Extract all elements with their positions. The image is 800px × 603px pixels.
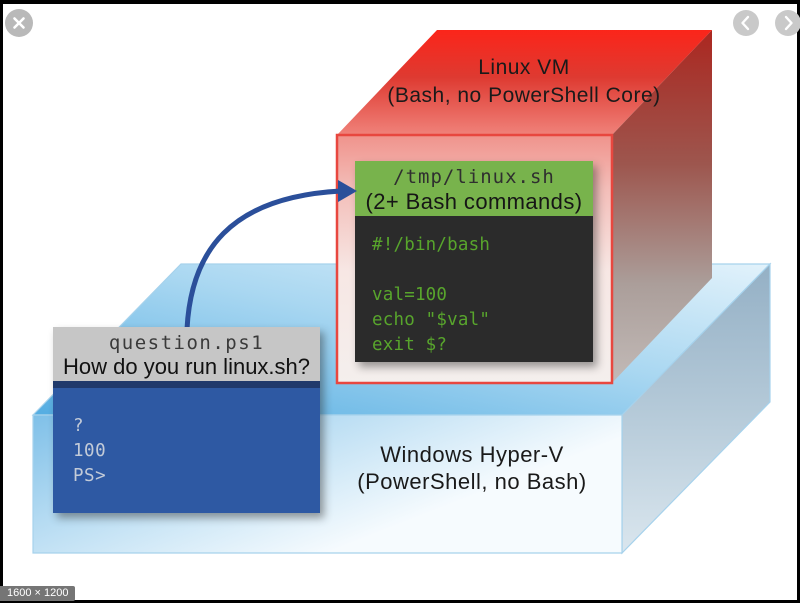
arrowhead-icon (338, 180, 357, 202)
host-title: Windows Hyper-V (380, 442, 564, 467)
script-filename: /tmp/linux.sh (393, 166, 555, 188)
viewer-frame-right (797, 0, 800, 603)
close-icon (13, 17, 25, 29)
vm-cube-right-face (612, 30, 712, 383)
powershell-terminal: ? 100 PS> (53, 388, 320, 513)
chevron-right-icon (784, 15, 793, 31)
powershell-line: ? (73, 416, 85, 436)
viewer-frame-top (0, 0, 800, 4)
question-card-header: question.ps1 How do you run linux.sh? (53, 327, 320, 381)
vm-cube-top-face (337, 30, 712, 135)
close-button[interactable] (5, 9, 33, 37)
bash-code-line: exit $? (372, 335, 448, 355)
powershell-line: PS> (73, 466, 107, 486)
powershell-terminal-titlebar (53, 381, 320, 388)
bash-code-line: echo "$val" (372, 310, 491, 330)
question-card: question.ps1 How do you run linux.sh? ? … (53, 327, 320, 513)
bash-code-line: val=100 (372, 285, 448, 305)
vm-label: Linux VM (Bash, no PowerShell Core) (374, 54, 674, 110)
host-label: Windows Hyper-V (PowerShell, no Bash) (337, 441, 607, 495)
prev-image-button[interactable] (733, 10, 759, 36)
image-size-badge: 1600 × 1200 (0, 586, 76, 601)
question-filename: question.ps1 (108, 332, 265, 354)
viewer-frame-bottom (0, 600, 800, 603)
viewer-frame-left (0, 0, 3, 603)
chevron-left-icon (741, 15, 750, 31)
bash-code-line: #!/bin/bash (372, 235, 491, 255)
vm-title: Linux VM (478, 56, 570, 79)
next-image-button[interactable] (775, 10, 800, 36)
question-text: How do you run linux.sh? (62, 354, 311, 379)
vm-subtitle: (Bash, no PowerShell Core) (387, 84, 661, 107)
host-subtitle: (PowerShell, no Bash) (357, 469, 587, 494)
script-subtitle: (2+ Bash commands) (365, 189, 583, 214)
bash-terminal: #!/bin/bash val=100 echo "$val" exit $? (355, 216, 593, 362)
powershell-line: 100 (73, 441, 107, 461)
script-card-header: /tmp/linux.sh (2+ Bash commands) (355, 161, 593, 216)
script-card: /tmp/linux.sh (2+ Bash commands) #!/bin/… (355, 161, 593, 362)
